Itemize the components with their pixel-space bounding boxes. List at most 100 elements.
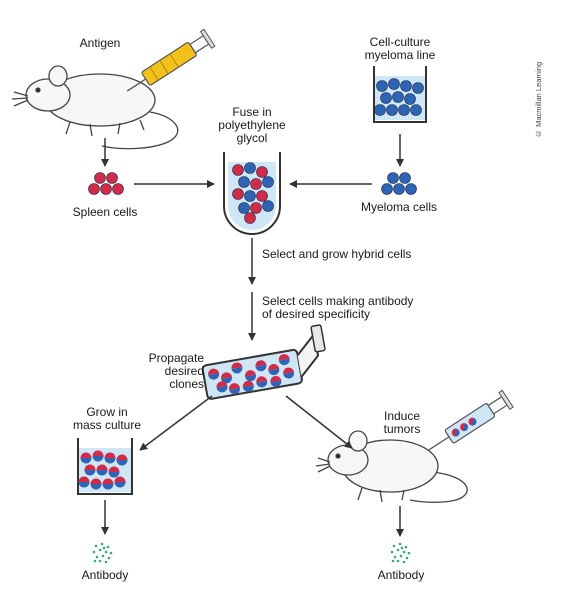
- myeloma-cell: [244, 190, 256, 202]
- antibody-dot: [101, 554, 105, 558]
- label-induce-tumors: Induce tumors: [383, 409, 421, 436]
- hybrid-cell: [278, 354, 290, 366]
- spleen-cell: [232, 164, 244, 176]
- label-antigen: Antigen: [79, 36, 121, 50]
- spleen-cell-cluster: [88, 172, 124, 195]
- mouse-icon: [11, 65, 179, 150]
- antibody-dot: [98, 548, 102, 552]
- antibody-dot: [392, 544, 396, 548]
- antibody-dot: [95, 555, 99, 559]
- myeloma-cell: [392, 91, 404, 103]
- hybrid-cell: [268, 364, 280, 376]
- myeloma-cell: [381, 183, 393, 195]
- antibody-dot: [391, 559, 395, 563]
- antibody-dot: [92, 550, 96, 554]
- label-antibody-right: Antibody: [377, 568, 425, 582]
- hybrid-cell: [96, 464, 108, 476]
- hybrid-cell: [114, 476, 126, 488]
- syringe-icon: [428, 389, 514, 451]
- hybrid-cell: [216, 381, 228, 393]
- hybrid-cell: [78, 476, 90, 488]
- antibody-dot: [398, 542, 402, 546]
- antibody-dot: [396, 559, 400, 563]
- hybrid-cell: [256, 376, 268, 388]
- hybrid-cell: [92, 450, 104, 462]
- hybrid-cell: [283, 367, 295, 379]
- antibody-dot: [104, 550, 108, 554]
- antibody-dot: [405, 556, 409, 560]
- myeloma-cell: [238, 202, 250, 214]
- antibody-dot: [93, 559, 97, 563]
- myeloma-cell: [262, 200, 274, 212]
- hybrid-cell: [242, 380, 254, 392]
- hybrid-cell: [229, 383, 240, 395]
- myeloma-cell: [388, 78, 400, 90]
- antibody-dot: [109, 551, 113, 555]
- spleen-cell: [256, 166, 268, 178]
- hybrid-cell: [108, 466, 120, 478]
- myeloma-cell: [386, 104, 398, 116]
- label-propagate: Propagate desired clones: [148, 351, 204, 391]
- hybrid-cell: [116, 454, 128, 466]
- antibody-dot: [402, 550, 406, 554]
- spleen-cell: [88, 183, 100, 195]
- antibody-dot: [94, 544, 98, 548]
- hybrid-cell: [245, 370, 256, 382]
- spleen-cell: [112, 183, 124, 195]
- antibody-dot: [399, 554, 403, 558]
- myeloma-cell-cluster: [374, 78, 424, 116]
- label-spleen-cells: Spleen cells: [72, 205, 138, 219]
- myeloma-cell: [262, 176, 274, 188]
- myeloma-cell: [387, 172, 399, 184]
- hybrid-cell: [84, 464, 96, 476]
- label-cell-culture: Cell-culture myeloma line: [364, 35, 436, 62]
- hybrid-cell-cluster: [208, 354, 295, 395]
- spleen-cell: [250, 202, 262, 214]
- label-antibody-left: Antibody: [81, 568, 129, 582]
- myeloma-cell: [238, 176, 250, 188]
- antibody-dot: [106, 545, 110, 549]
- myeloma-cell: [374, 104, 386, 116]
- myeloma-cell: [393, 183, 405, 195]
- antibody-dots: [390, 542, 411, 564]
- label-select-grow: Select and grow hybrid cells: [262, 247, 412, 261]
- antibody-dot: [402, 560, 406, 564]
- spleen-cell: [94, 172, 106, 184]
- antibody-dot: [98, 559, 102, 563]
- antibody-dot: [100, 542, 104, 546]
- hybrid-cell-cluster: [78, 450, 128, 490]
- hybrid-cell: [270, 375, 282, 387]
- syringe-icon: [126, 28, 216, 92]
- arrow-flask-to-mouse: [285, 395, 353, 449]
- antibody-dot: [107, 556, 111, 560]
- antibody-dots: [92, 542, 113, 564]
- myeloma-cell: [376, 80, 388, 92]
- label-myeloma-cells: Myeloma cells: [360, 200, 438, 214]
- spleen-cell: [232, 188, 244, 200]
- myeloma-cell: [400, 80, 412, 92]
- antibody-dot: [393, 555, 397, 559]
- spleen-cell: [256, 190, 268, 202]
- label-fuse: Fuse in polyethylene glycol: [218, 105, 286, 145]
- antibody-dot: [404, 545, 408, 549]
- myeloma-cell: [380, 92, 392, 104]
- copyright-credit: © Macmillan Learning: [534, 61, 543, 138]
- hybrid-cell: [231, 362, 243, 374]
- antibody-dot: [400, 546, 404, 550]
- myeloma-cell: [405, 183, 417, 195]
- label-select-antibody: Select cells making antibody of desired …: [262, 294, 414, 321]
- antibody-dot: [407, 551, 411, 555]
- mouse-icon: [315, 430, 468, 503]
- myeloma-cell: [404, 93, 416, 105]
- myeloma-cell: [399, 172, 411, 184]
- antibody-dot: [104, 560, 108, 564]
- hybrid-cell: [255, 360, 267, 372]
- spleen-cell: [250, 178, 262, 190]
- hybrid-cell: [208, 368, 220, 380]
- antibody-dot: [390, 550, 394, 554]
- antibody-dot: [396, 548, 400, 552]
- arrow-flask-to-mass: [139, 395, 213, 451]
- hybrid-cell: [90, 478, 102, 490]
- label-grow-mass: Grow in mass culture: [72, 405, 142, 432]
